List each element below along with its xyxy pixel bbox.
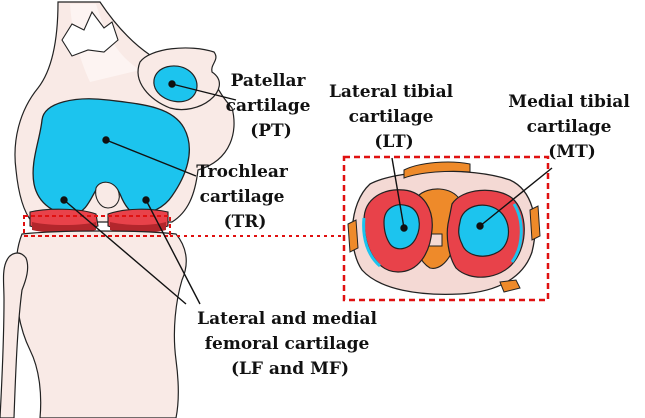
lateral-femoral-dark-band — [32, 222, 96, 233]
medial-meniscus-rim — [510, 203, 523, 263]
lateral-tibial-label: Lateral tibial cartilage (LT) — [329, 82, 459, 152]
left-side-tab — [347, 219, 359, 253]
tibial-plateau-box — [342, 155, 550, 302]
femur-cut-edge — [61, 10, 119, 57]
tibia-bone — [15, 230, 187, 418]
medial-femoral-dark-band — [110, 222, 166, 233]
medial-tibial-cartilage — [458, 204, 510, 257]
bottom-tab — [499, 279, 521, 293]
leader-lines — [60, 80, 553, 305]
intercondylar-notch — [95, 181, 120, 209]
trochlear-label: Trochlear cartilage (TR) — [196, 162, 294, 232]
femoral-label: Lateral and medial femoral cartilage (LF… — [197, 309, 383, 379]
right-side-tab — [529, 205, 541, 241]
knee-slice-selection — [23, 215, 171, 237]
anterior-ligament-band — [403, 161, 471, 179]
medial-tibial-label: Medial tibial cartilage (MT) — [508, 92, 635, 162]
lateral-meniscus-rim — [362, 217, 382, 268]
fibula-bone — [0, 252, 29, 418]
patellar-label: Patellar cartilage (PT) — [226, 71, 317, 141]
